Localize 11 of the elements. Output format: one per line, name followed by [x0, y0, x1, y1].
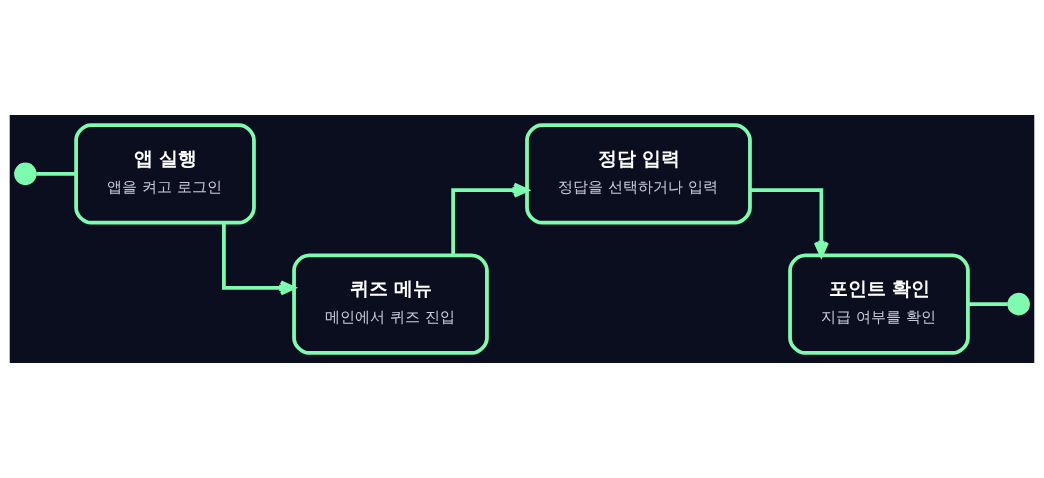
- node-box: 정답 입력 정답을 선택하거나 입력: [525, 123, 752, 225]
- node-box: 포인트 확인 지급 여부를 확인: [788, 253, 970, 355]
- arrow: [222, 222, 296, 296]
- connector: [968, 302, 1008, 306]
- arrow: [451, 182, 529, 256]
- node-box: 퀴즈 메뉴 메인에서 퀴즈 진입: [292, 253, 489, 355]
- node-circle: [1007, 292, 1030, 316]
- node-circle: [14, 162, 37, 186]
- node-box: 앱 실행 앱을 켜고 로그인: [74, 123, 256, 225]
- connector: [36, 172, 76, 176]
- arrow: [750, 188, 829, 257]
